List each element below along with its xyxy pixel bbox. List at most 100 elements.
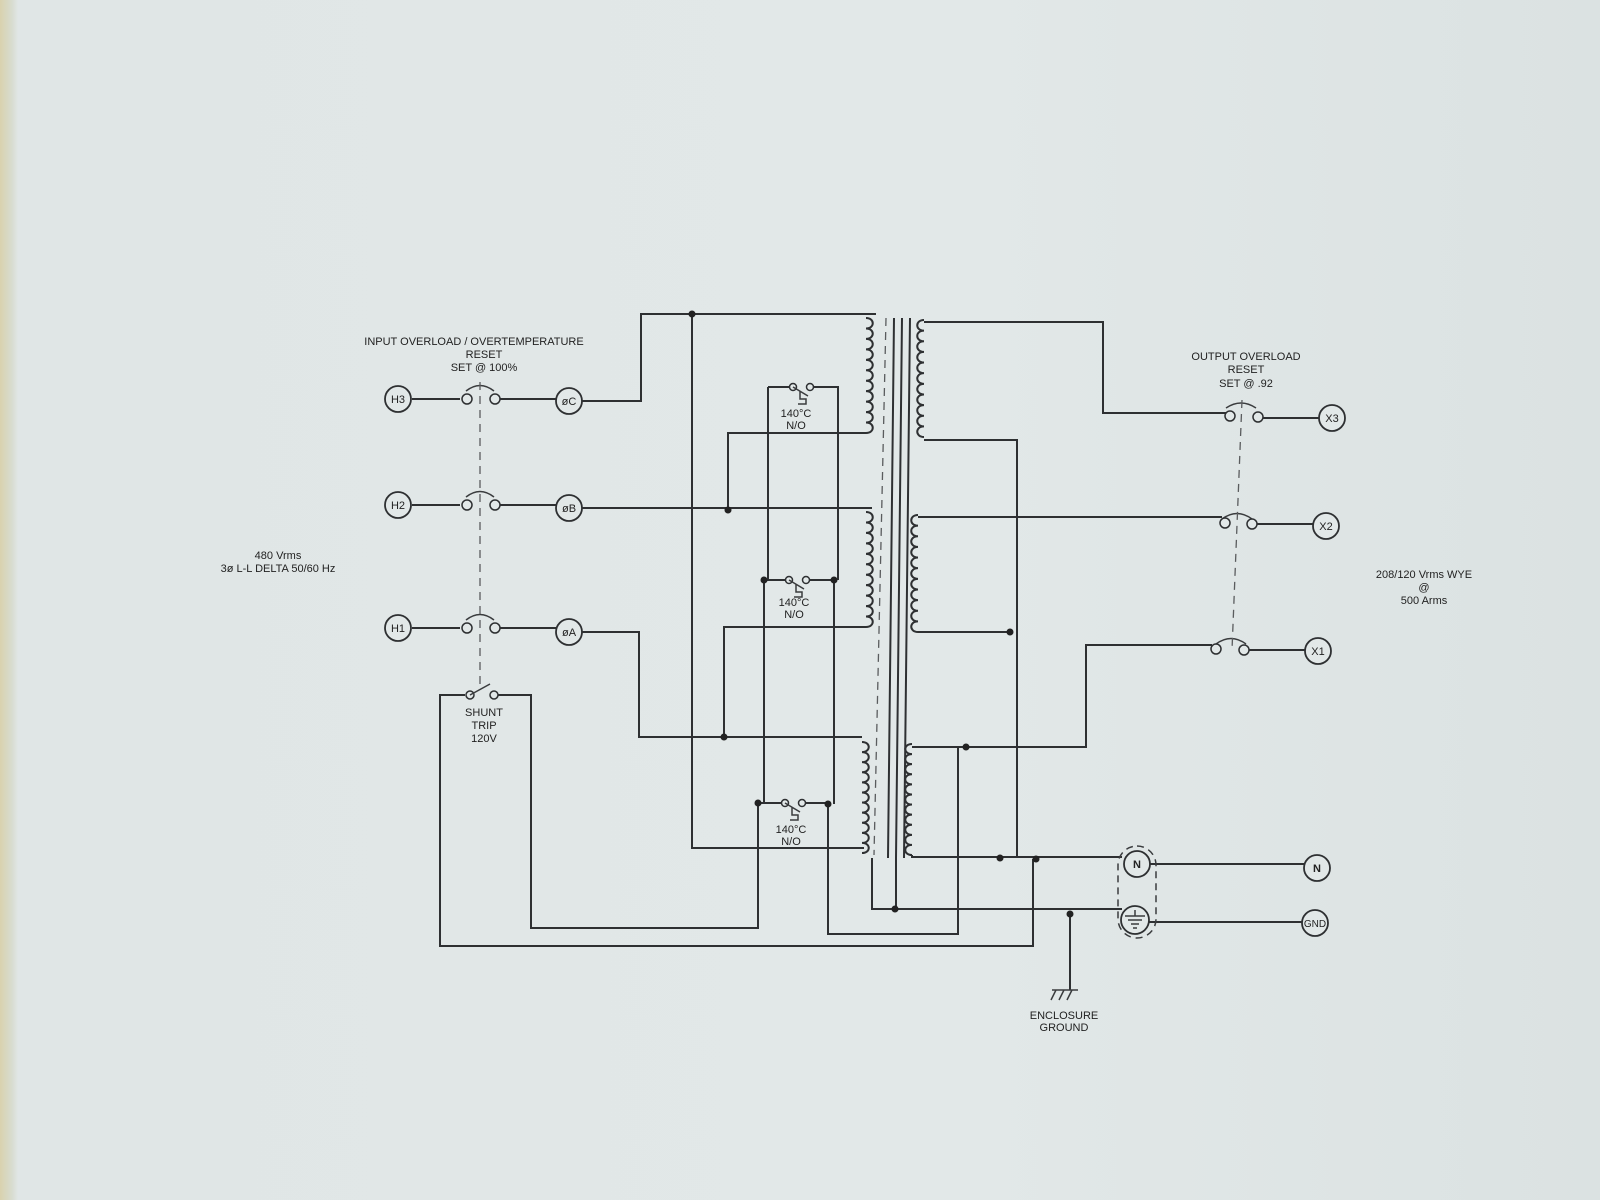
diagram-label: X2 <box>1319 521 1332 533</box>
diagram-label: 3ø L-L DELTA 50/60 Hz <box>221 563 336 575</box>
diagram-mark <box>784 802 801 821</box>
diagram-label: N <box>1313 863 1321 875</box>
diagram-mark <box>962 743 970 751</box>
diagram-label: X3 <box>1325 413 1338 425</box>
diagram-label: OUTPUT OVERLOAD <box>1191 351 1300 363</box>
diagram-mark <box>924 321 1226 414</box>
input-spec-label: 480 Vrms 3ø L-L DELTA 50/60 Hz <box>221 550 336 575</box>
diagram-mark <box>1304 637 1332 665</box>
diagram-label: ENCLOSURE <box>1030 1010 1098 1022</box>
diagram-mark <box>1140 863 1306 923</box>
diagram-mark <box>498 694 759 929</box>
diagram-mark <box>1301 909 1329 937</box>
diagram-mark <box>924 439 1018 858</box>
diagram-mark <box>797 798 807 808</box>
diagram-mark <box>871 858 1122 910</box>
diagram-mark <box>724 506 732 514</box>
diagram-label: SHUNT <box>465 707 503 719</box>
diagram-label: INPUT OVERLOAD / OVERTEMPERATURE <box>364 336 583 348</box>
diagram-mark <box>461 393 473 405</box>
thermal-switch-3: 140°C N/O <box>776 798 807 848</box>
diagram-mark <box>1125 910 1145 929</box>
diagram-mark <box>469 683 491 696</box>
diagram-label: 140°C <box>776 824 807 836</box>
diagram-mark <box>767 386 839 580</box>
terminal-h3: H3 <box>384 385 412 413</box>
bus-ground-icon <box>1120 905 1150 935</box>
diagram-label: X1 <box>1311 646 1324 658</box>
diagram-label: GROUND <box>1040 1022 1089 1034</box>
diagram-label: 120V <box>471 733 497 745</box>
output-section: X3 X2 X1 N GND N <box>1117 399 1346 939</box>
neutral-ground-bond-outline <box>1117 845 1157 939</box>
diagram-mark <box>384 491 412 519</box>
diagram-label: TRIP <box>471 720 496 732</box>
diagram-label: 480 Vrms <box>255 550 302 562</box>
diagram-mark <box>1303 854 1331 882</box>
diagram-mark <box>1032 855 1040 863</box>
diagram-mark <box>727 432 866 510</box>
terminal-neutral: N <box>1303 854 1331 882</box>
diagram-label: SET @ 100% <box>451 362 518 374</box>
diagram-mark <box>1066 910 1074 918</box>
shield <box>873 317 887 856</box>
diagram-label: H1 <box>391 623 405 635</box>
diagram-mark <box>1238 644 1250 656</box>
primary-coil-1 <box>865 317 874 434</box>
thermal-switch-wiring <box>439 386 1034 947</box>
terminal-phase-c: øC <box>555 387 583 415</box>
diagram-label: 208/120 Vrms WYE <box>1376 569 1472 581</box>
diagram-mark <box>760 576 768 584</box>
diagram-mark <box>792 386 809 405</box>
terminal-phase-b: øB <box>555 494 583 522</box>
diagram-label: N <box>1133 859 1141 871</box>
input-breaker-contacts[interactable] <box>461 393 501 634</box>
diagram-mark <box>824 800 832 808</box>
diagram-mark <box>805 382 815 392</box>
terminal-ground: GND <box>1301 909 1329 937</box>
diagram-mark <box>1312 512 1340 540</box>
input-breaker-label: INPUT OVERLOAD / OVERTEMPERATURE RESET S… <box>364 336 583 374</box>
diagram-label: H3 <box>391 394 405 406</box>
diagram-mark <box>582 313 876 402</box>
diagram-mark <box>1246 518 1258 530</box>
diagram-mark <box>691 314 864 849</box>
diagram-mark <box>489 622 501 634</box>
enclosure-ground-label: ENCLOSURE GROUND <box>1030 1010 1098 1034</box>
terminal-x1: X1 <box>1304 637 1332 665</box>
diagram-mark <box>830 576 838 584</box>
diagram-label: øB <box>562 503 576 515</box>
terminal-x2: X2 <box>1312 512 1340 540</box>
diagram-mark <box>788 579 805 598</box>
diagram-mark <box>688 310 696 318</box>
diagram-label: N/O <box>781 836 801 848</box>
diagram-label: GND <box>1304 919 1326 930</box>
diagram-mark <box>996 854 1004 862</box>
input-section: H3 H2 H1 øC øB øA <box>384 382 583 690</box>
terminal-x3: X3 <box>1318 404 1346 432</box>
terminal-h1: H1 <box>384 614 412 642</box>
primary-wiring <box>582 310 876 849</box>
diagram-mark <box>1219 517 1231 529</box>
diagram-mark <box>1252 411 1264 423</box>
diagram-mark <box>384 614 412 642</box>
terminal-h2: H2 <box>384 491 412 519</box>
diagram-mark <box>1210 643 1222 655</box>
secondary-coil-3 <box>904 743 913 856</box>
diagram-label: RESET <box>466 349 503 361</box>
diagram-label: RESET <box>1228 364 1265 376</box>
diagram-mark <box>723 626 866 737</box>
output-breaker-contacts[interactable] <box>1210 410 1264 656</box>
core-lines <box>887 317 911 859</box>
diagram-mark <box>801 575 811 585</box>
terminal-phase-a: øA <box>555 618 583 646</box>
diagram-mark <box>439 694 1034 947</box>
diagram-mark <box>489 393 501 405</box>
shunt-trip: SHUNT TRIP 120V <box>465 683 503 745</box>
diagram-mark <box>489 499 501 511</box>
thermal-switch-1: 140°C N/O <box>781 382 815 432</box>
diagram-label: øA <box>562 627 577 639</box>
secondary-wiring <box>871 321 1226 1001</box>
